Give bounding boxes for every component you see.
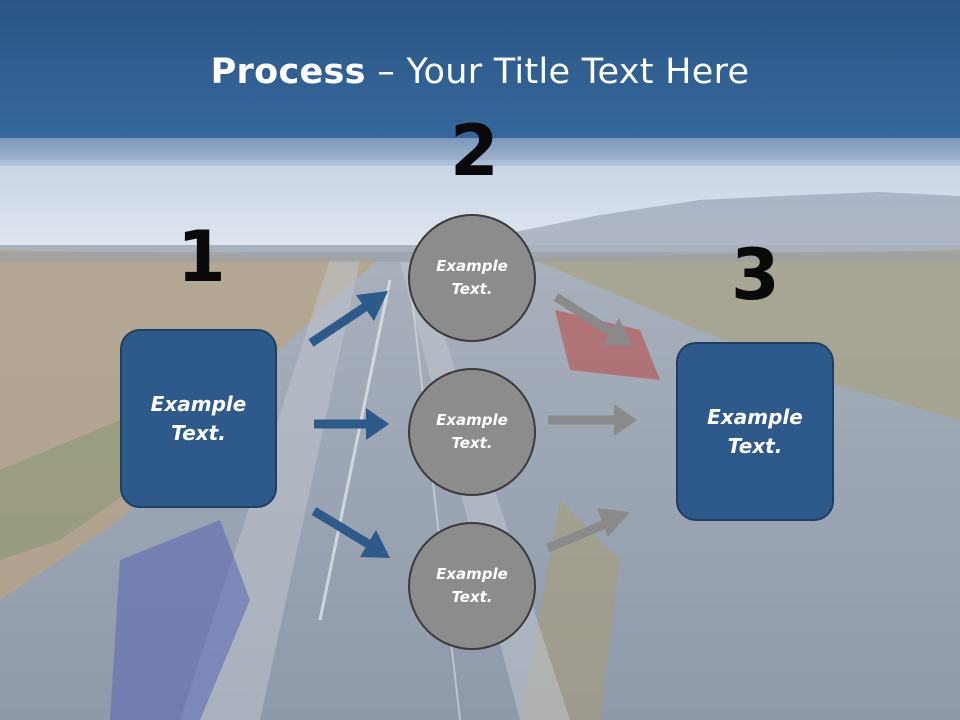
- slide-title: Process – Your Title Text Here: [0, 52, 960, 92]
- step-box-1-text: Example Text.: [150, 391, 247, 445]
- arrow-to-bottom-circle: [311, 507, 390, 558]
- title-rest: – Your Title Text Here: [365, 52, 750, 92]
- arrow-from-bottom-circle: [546, 508, 630, 553]
- title-bold: Process: [210, 52, 366, 92]
- step-number-3: 3: [731, 234, 780, 316]
- circle-bottom: Example Text.: [408, 522, 536, 650]
- step-number-2: 2: [450, 110, 499, 192]
- arrow-to-top-circle: [308, 291, 388, 347]
- step-number-1: 1: [177, 216, 226, 298]
- step-box-3: Example Text.: [676, 342, 834, 521]
- title-bar: [0, 0, 960, 138]
- arrow-from-middle-circle: [548, 404, 637, 436]
- arrow-from-top-circle: [553, 293, 633, 346]
- arrow-to-middle-circle: [314, 408, 389, 440]
- circle-top: Example Text.: [408, 214, 536, 342]
- step-box-1: Example Text.: [120, 329, 277, 508]
- circle-top-text: Example Text.: [436, 257, 508, 298]
- circle-middle: Example Text.: [408, 368, 536, 496]
- circle-bottom-text: Example Text.: [436, 565, 508, 606]
- step-box-3-text: Example Text.: [707, 404, 803, 458]
- title-strip: [0, 138, 960, 166]
- circle-middle-text: Example Text.: [436, 411, 508, 452]
